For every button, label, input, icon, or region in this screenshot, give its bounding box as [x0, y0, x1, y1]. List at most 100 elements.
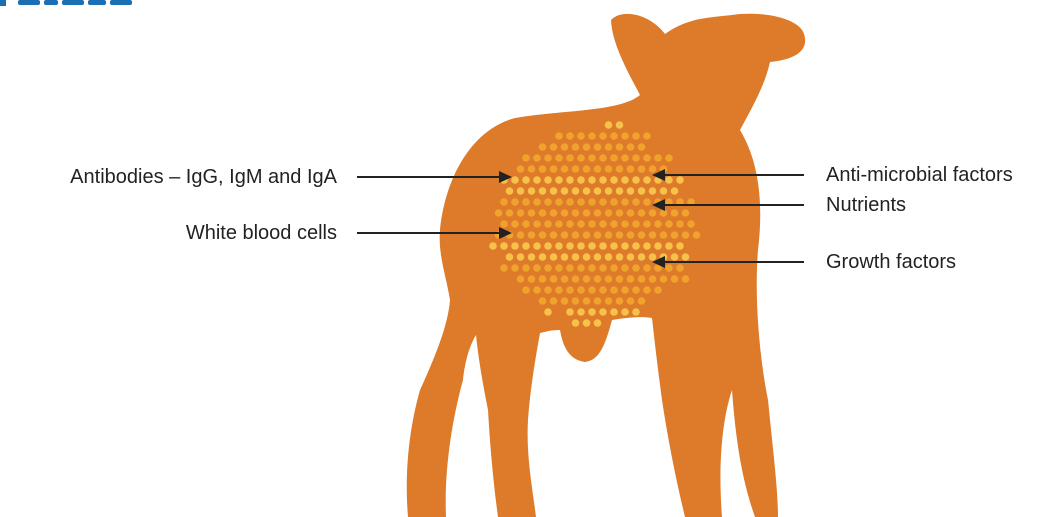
- nutrient-dot: [594, 187, 602, 195]
- nutrient-dot: [566, 242, 574, 250]
- nutrient-dot: [572, 319, 580, 327]
- nutrient-dot: [616, 121, 624, 129]
- nutrient-dot: [522, 286, 530, 294]
- nutrient-dot: [572, 187, 580, 195]
- nutrient-dot: [544, 154, 552, 162]
- nutrient-dot: [572, 143, 580, 151]
- nutrient-dot: [665, 220, 673, 228]
- nutrient-dot: [561, 253, 569, 261]
- nutrient-dot: [616, 275, 624, 283]
- nutrient-dot: [643, 132, 651, 140]
- nutrient-dot: [566, 176, 574, 184]
- nutrient-dot: [671, 275, 679, 283]
- nutrient-dot: [539, 187, 547, 195]
- nutrient-dot: [506, 209, 514, 217]
- nutrient-dot: [539, 143, 547, 151]
- nutrient-dot: [550, 143, 558, 151]
- nutrient-dot: [555, 286, 563, 294]
- nutrient-dot: [583, 165, 591, 173]
- nutrient-dot: [566, 198, 574, 206]
- nutrient-dot: [610, 242, 618, 250]
- nutrient-dot: [544, 220, 552, 228]
- nutrient-dot: [533, 198, 541, 206]
- nutrient-dot: [632, 198, 640, 206]
- nutrient-dot: [660, 275, 668, 283]
- nutrient-dot: [638, 143, 646, 151]
- nutrient-dot: [654, 286, 662, 294]
- nutrient-dot: [605, 209, 613, 217]
- nutrient-dot: [539, 231, 547, 239]
- nutrient-dot: [643, 286, 651, 294]
- nutrient-dot: [621, 176, 629, 184]
- nutrient-dot: [671, 253, 679, 261]
- nutrient-dot: [588, 220, 596, 228]
- nutrient-dot: [539, 165, 547, 173]
- nutrient-dot: [555, 198, 563, 206]
- nutrient-dot: [500, 264, 508, 272]
- nutrient-dot: [616, 187, 624, 195]
- nutrient-dot: [621, 242, 629, 250]
- nutrient-dot: [555, 242, 563, 250]
- nutrient-dot: [682, 253, 690, 261]
- nutrient-dot: [550, 275, 558, 283]
- nutrient-dot: [638, 165, 646, 173]
- nutrient-dot: [649, 209, 657, 217]
- nutrient-dot: [676, 242, 684, 250]
- nutrient-dot: [550, 297, 558, 305]
- nutrient-dot: [511, 220, 519, 228]
- nutrient-dot: [660, 231, 668, 239]
- nutrient-dot: [522, 242, 530, 250]
- nutrient-dot: [522, 154, 530, 162]
- nutrient-dot: [577, 132, 585, 140]
- nutrient-dot: [627, 297, 635, 305]
- nutrient-dot: [583, 253, 591, 261]
- label-antibodies: Antibodies – IgG, IgM and IgA: [70, 165, 337, 189]
- nutrient-dot: [522, 198, 530, 206]
- nutrient-dot: [610, 154, 618, 162]
- nutrient-dot: [599, 242, 607, 250]
- nutrient-dot: [621, 264, 629, 272]
- nutrient-dot: [594, 319, 602, 327]
- nutrient-dot: [561, 275, 569, 283]
- nutrient-dot: [544, 198, 552, 206]
- nutrient-dot: [533, 264, 541, 272]
- nutrient-dot: [621, 154, 629, 162]
- nutrient-dot: [522, 264, 530, 272]
- nutrient-dot: [610, 264, 618, 272]
- nutrient-dot: [572, 231, 580, 239]
- nutrient-dot: [583, 209, 591, 217]
- nutrient-dot: [577, 286, 585, 294]
- nutrient-dot: [616, 297, 624, 305]
- nutrient-dot: [583, 231, 591, 239]
- nutrient-dot: [506, 187, 514, 195]
- nutrient-dot: [627, 165, 635, 173]
- nutrient-dot: [627, 143, 635, 151]
- nutrient-dot: [671, 187, 679, 195]
- nutrient-dot: [599, 176, 607, 184]
- nutrient-dot: [682, 231, 690, 239]
- nutrient-dot: [583, 297, 591, 305]
- nutrient-dot: [561, 209, 569, 217]
- nutrient-dot: [572, 253, 580, 261]
- nutrient-dot: [517, 275, 525, 283]
- nutrient-dot: [495, 209, 503, 217]
- nutrient-dot: [616, 231, 624, 239]
- nutrient-dot: [594, 165, 602, 173]
- nutrient-dot: [566, 286, 574, 294]
- nutrient-dot: [550, 187, 558, 195]
- nutrient-dot: [616, 209, 624, 217]
- nutrient-dot: [605, 143, 613, 151]
- nutrient-dot: [544, 308, 552, 316]
- nutrient-dot: [561, 231, 569, 239]
- nutrient-dot: [517, 253, 525, 261]
- nutrient-dot: [632, 242, 640, 250]
- nutrient-dot: [577, 264, 585, 272]
- nutrient-dot: [616, 143, 624, 151]
- nutrient-dot: [649, 187, 657, 195]
- nutrient-dot: [544, 242, 552, 250]
- nutrient-dot: [583, 275, 591, 283]
- nutrient-dot: [599, 154, 607, 162]
- nutrient-dot: [555, 132, 563, 140]
- nutrient-dot: [605, 121, 613, 129]
- nutrient-dot: [610, 198, 618, 206]
